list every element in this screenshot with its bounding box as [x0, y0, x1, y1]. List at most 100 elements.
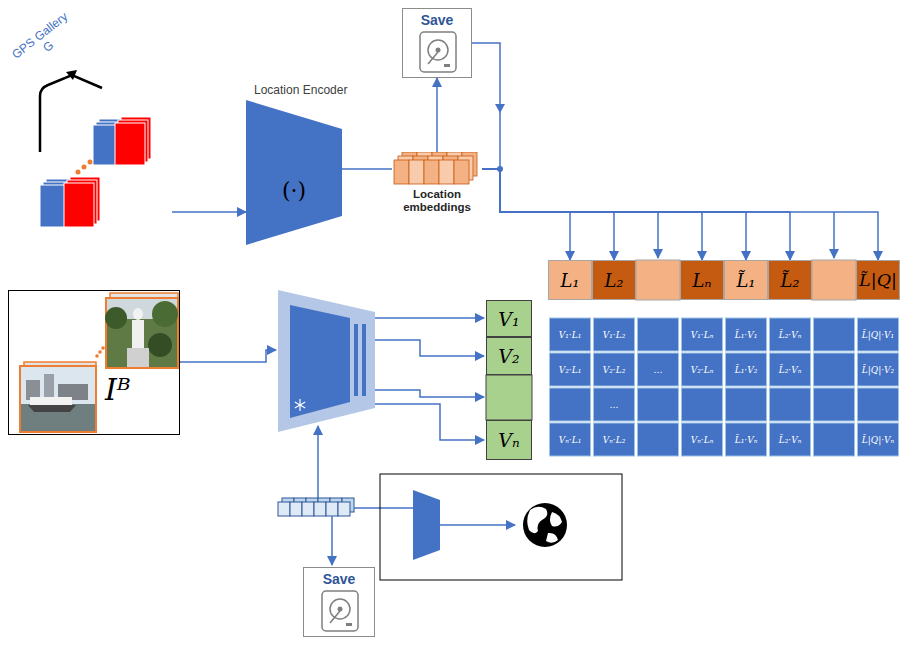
photo-frame [20, 366, 96, 432]
matrix-cell: L̃|Q|·V₁ [858, 318, 899, 351]
matrix-cell-bg [858, 423, 899, 456]
matrix-cell-bg [550, 318, 591, 351]
matrix-cell-bg [770, 353, 811, 386]
dot-product-label: V₁·L₁ [559, 330, 582, 340]
location-encoder: Location Encoder(·) [246, 100, 342, 245]
image-encoder [278, 290, 375, 432]
matrix-cell: L̃₁·V₁ [726, 318, 767, 351]
connector [482, 169, 702, 260]
location-embeddings-text: Location embeddings [392, 188, 482, 214]
blank-location-cell [812, 260, 856, 300]
embedding-cell [424, 160, 439, 184]
disk-led [346, 623, 352, 626]
embedding-cell [409, 160, 424, 184]
save-box-text: Save [403, 9, 471, 29]
matrix-cell: Vₙ·Lₙ [682, 423, 723, 456]
photo-tree [148, 333, 172, 357]
dot-product-label: L̃|Q|·V₂ [862, 365, 894, 375]
connector [172, 211, 246, 213]
matrix-cell-bg [814, 353, 855, 386]
photo-boat [30, 397, 72, 405]
matrix-cell-bg [638, 388, 679, 421]
matrix-cell-bg [726, 388, 767, 421]
matrix-cell: L̃₂·Vₙ [770, 353, 811, 386]
bracket-tip [66, 70, 77, 80]
ellipsis-dot [88, 160, 93, 165]
location-cell-text: L₁ [560, 270, 579, 291]
matrix-cell-bg [770, 423, 811, 456]
statue-head [133, 308, 143, 320]
dot-product-label: Vₙ·Lₙ [691, 435, 714, 445]
matrix-cell-bg [858, 353, 899, 386]
geo-head [413, 490, 440, 560]
visual-feature-cell-text: V₂ [498, 345, 519, 367]
matrix-cell: V₂·L₂ [594, 353, 635, 386]
matrix-cell-bg [550, 423, 591, 456]
globe-arrow [440, 524, 515, 526]
geo-head-box [380, 474, 622, 580]
matrix-cell-bg [550, 388, 591, 421]
matrix-cell-bg [814, 318, 855, 351]
token [302, 502, 314, 516]
matrix-cell: L̃|Q|·Vₙ [858, 423, 899, 456]
location-embeddings: Location embeddings [392, 152, 482, 216]
matrix-cell-bg [682, 353, 723, 386]
location-cell: L̃₁ [724, 260, 768, 300]
statue-body [132, 320, 144, 348]
token [314, 502, 326, 516]
matrix-cell: L̃₁·V₂ [726, 353, 767, 386]
matrix-cell: V₂·L₁ [550, 353, 591, 386]
connector [482, 169, 790, 260]
bus-arrow [657, 212, 659, 258]
input-arrow [180, 350, 276, 362]
matrix-cell-bg [814, 423, 855, 456]
matrix-cell-bg [726, 423, 767, 456]
connector [482, 169, 570, 260]
photo-harbour [20, 362, 96, 432]
matrix-cell-bg [594, 423, 635, 456]
feature-arrow [375, 390, 484, 397]
image-batch-box-text: Iᴮ [105, 373, 131, 407]
dot-product-label: V₂·L₁ [559, 365, 582, 375]
matrix-cell-bg [594, 353, 635, 386]
location-cell-text: L̃₁ [736, 270, 755, 291]
snowflake-stroke [295, 402, 305, 408]
disk-platter [330, 599, 350, 619]
dot-product-label: L̃₂·Vₙ [779, 330, 802, 340]
location-cell: L₂ [592, 260, 636, 300]
globe-land [527, 507, 547, 534]
location-cell: L₁ [548, 260, 592, 300]
gps-gallery-text: GPS Gallery G [8, 8, 80, 73]
dot-product-label: V₁·L₂ [603, 330, 626, 340]
feature-arrow [375, 404, 484, 440]
disk-icon [322, 591, 358, 631]
dot-product-label: V₂·L₂ [603, 365, 626, 375]
dot-product-label: … [654, 365, 663, 375]
feature-arrow [375, 340, 484, 356]
encoder-bar [362, 324, 366, 396]
matrix-cell-bg [638, 318, 679, 351]
matrix-cell-bg [594, 388, 635, 421]
token-stack [278, 498, 354, 516]
dot-product-label: L̃|Q|·Vₙ [862, 435, 894, 445]
embedding-cell [454, 160, 469, 184]
photo-hull [28, 405, 76, 412]
snowflake-stroke [295, 402, 305, 408]
disk-hub [338, 607, 343, 612]
dot-product-label: L̃₁·V₂ [735, 365, 758, 375]
photo-frame [106, 298, 178, 368]
location-cell-text: L₂ [604, 270, 623, 291]
ellipsis-dot [76, 170, 81, 175]
dot-product-label: Vₙ·L₂ [603, 435, 626, 445]
matrix-cell-bg [814, 388, 855, 421]
photo-tree [105, 307, 127, 329]
snowflake-symbol [295, 399, 305, 411]
gps-card [64, 183, 94, 227]
visual-feature-cell: V₁ [486, 300, 532, 337]
matrix-cell: … [594, 388, 635, 421]
matrix-cell: L̃₂·Vₙ [770, 423, 811, 456]
matrix-cell: V₁·L₁ [550, 318, 591, 351]
token [338, 502, 350, 516]
matrix-cell-bg [770, 388, 811, 421]
